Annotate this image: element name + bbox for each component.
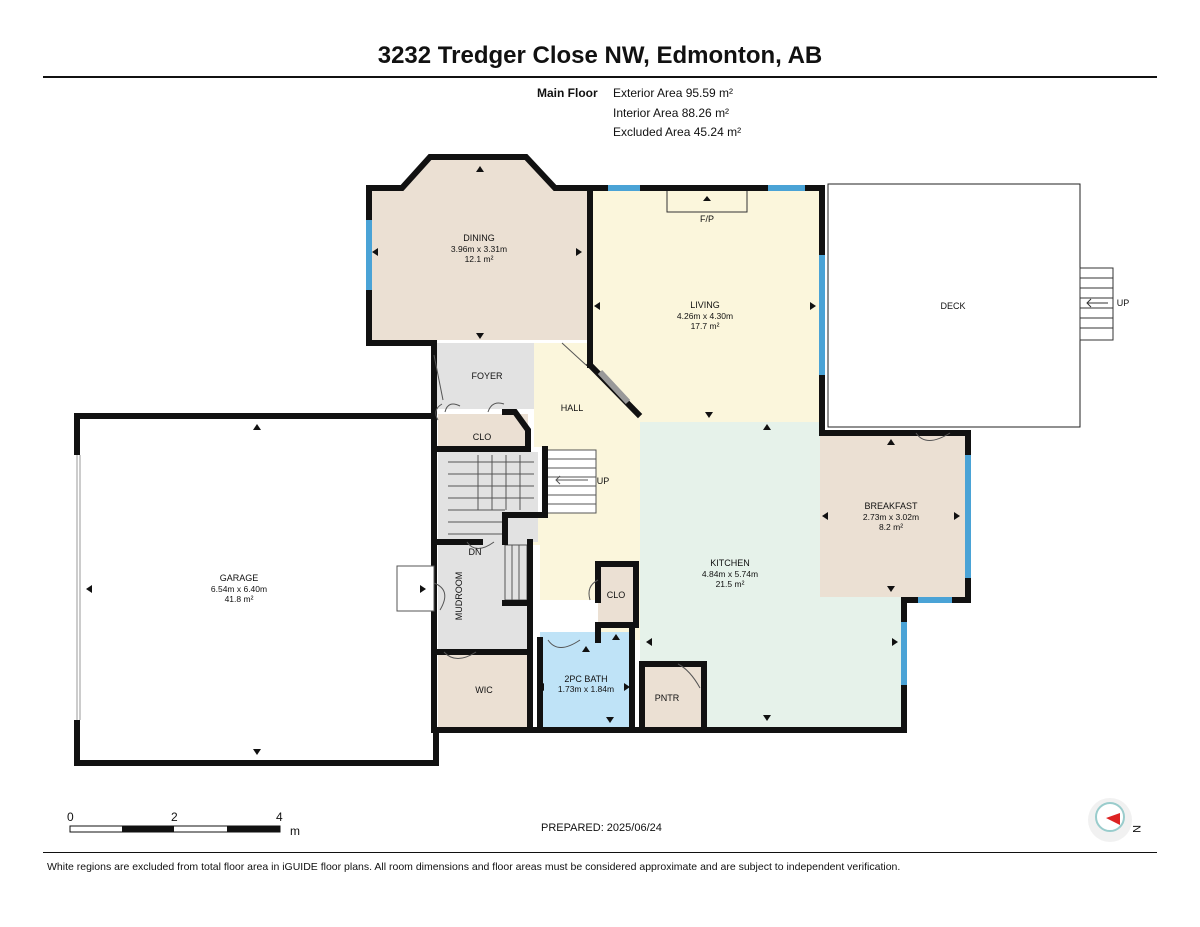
foyer xyxy=(434,343,534,409)
deck xyxy=(827,183,1081,428)
dimension-arrows xyxy=(86,166,960,755)
clo-foyer xyxy=(438,414,528,449)
scale-bar xyxy=(69,825,281,833)
disclaimer-text: White regions are excluded from total fl… xyxy=(47,861,901,873)
title-divider xyxy=(43,76,1157,78)
breakfast-label: BREAKFAST xyxy=(864,501,918,511)
main-stairs xyxy=(545,449,597,514)
stairs-down-label: DN xyxy=(469,547,482,557)
garage-area: 41.8 m² xyxy=(225,594,254,604)
prepared-date: PREPARED: 2025/06/24 xyxy=(541,822,662,834)
fireplace-label: F/P xyxy=(700,214,714,224)
deck-stairs-label: UP xyxy=(1117,298,1130,308)
clo-hall xyxy=(598,567,634,625)
dining-dims: 3.96m x 3.31m xyxy=(451,244,507,254)
scale-tick-0: 0 xyxy=(67,810,74,824)
garage-label: GARAGE xyxy=(220,573,259,583)
garage xyxy=(77,416,438,763)
stairwell xyxy=(438,452,538,542)
scale-unit: m xyxy=(290,824,300,838)
floor-label: Main Floor xyxy=(537,86,598,100)
basement-stairs xyxy=(448,455,534,601)
living-label: LIVING xyxy=(690,300,720,310)
scale-tick-4: 4 xyxy=(276,810,283,824)
breakfast-dims: 2.73m x 3.02m xyxy=(863,512,919,522)
garage-door xyxy=(74,455,81,720)
dining-room xyxy=(369,157,590,340)
plan-title: 3232 Tredger Close NW, Edmonton, AB xyxy=(377,42,823,69)
breakfast-area: 8.2 m² xyxy=(879,522,903,532)
kitchen-label: KITCHEN xyxy=(710,558,750,568)
clo-foyer-label: CLO xyxy=(473,432,492,442)
compass-icon: N xyxy=(1088,798,1142,842)
dining-label: DINING xyxy=(463,233,495,243)
stairs-up-label: UP xyxy=(597,476,610,486)
mudroom-label: MUDROOM xyxy=(454,572,464,621)
living-room xyxy=(590,190,822,422)
wic xyxy=(438,652,530,727)
breakfast xyxy=(820,433,968,597)
clo-hall-label: CLO xyxy=(607,590,626,600)
kitchen xyxy=(640,422,902,727)
bath-dims: 1.73m x 1.84m xyxy=(558,684,614,694)
hall-label: HALL xyxy=(561,403,584,413)
compass-label: N xyxy=(1130,825,1142,833)
interior-area: Interior Area 88.26 m² xyxy=(613,106,730,120)
exterior-area: Exterior Area 95.59 m² xyxy=(613,86,734,100)
scale-tick-2: 2 xyxy=(171,810,178,824)
living-dims: 4.26m x 4.30m xyxy=(677,311,733,321)
pantry xyxy=(642,664,704,727)
dining-area: 12.1 m² xyxy=(465,254,494,264)
kitchen-dims: 4.84m x 5.74m xyxy=(702,569,758,579)
door-swings xyxy=(396,342,951,689)
windows xyxy=(366,185,971,685)
deck-label: DECK xyxy=(940,301,965,311)
pantry-label: PNTR xyxy=(655,693,680,703)
living-area: 17.7 m² xyxy=(691,321,720,331)
fireplace xyxy=(666,189,748,213)
footer-divider xyxy=(43,852,1157,853)
garage-dims: 6.54m x 6.40m xyxy=(211,584,267,594)
mudroom xyxy=(438,542,530,652)
bath-label: 2PC BATH xyxy=(564,674,607,684)
excluded-area: Excluded Area 45.24 m² xyxy=(613,125,742,139)
kitchen-area: 21.5 m² xyxy=(716,579,745,589)
foyer-label: FOYER xyxy=(471,371,503,381)
wic-label: WIC xyxy=(475,685,493,695)
deck-stairs xyxy=(1079,267,1114,341)
